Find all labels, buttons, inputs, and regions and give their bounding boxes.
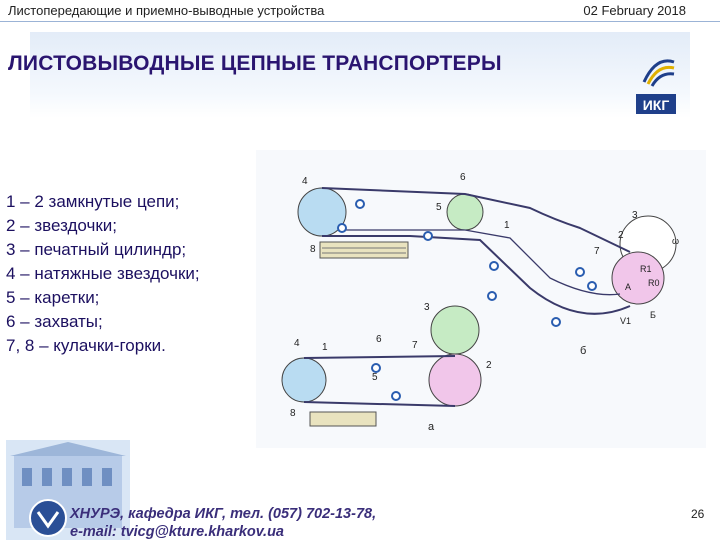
label-8: 8 (310, 244, 316, 255)
gripper-6 (337, 223, 347, 233)
gripper-6 (391, 391, 401, 401)
ikg-logo: ИКГ (636, 59, 676, 114)
gripper-6 (587, 281, 597, 291)
header-date: 02 February 2018 (583, 3, 686, 18)
label-3: 3 (632, 210, 638, 221)
emblem-mark (36, 511, 60, 529)
header-divider (0, 21, 720, 22)
label-7-bottom: 7 (412, 340, 418, 351)
legend-list: 1 – 2 замкнутые цепи; 2 – звездочки; 3 –… (6, 190, 200, 358)
gripper-6 (355, 199, 365, 209)
label-8-bottom: 8 (290, 408, 296, 419)
label-4: 4 (302, 176, 308, 187)
chain-upper-top (321, 187, 631, 253)
legend-item: 7, 8 – кулачки-горки. (6, 336, 166, 355)
label-V1: V1 (620, 316, 631, 326)
photo-window (62, 468, 72, 486)
label-5-bottom: 5 (372, 372, 378, 383)
label-R1: R1 (640, 264, 652, 274)
chain-conveyor-diagram: 4 5 6 1 3 2 7 8 R1 R0 A Б V1 ω б 4 1 6 7… (281, 172, 679, 433)
label-3-bottom: 3 (424, 302, 430, 313)
section-label-a: а (428, 421, 435, 433)
photo-window (22, 468, 32, 486)
gripper-6 (575, 267, 585, 277)
title-band (30, 32, 690, 118)
photo-window (102, 468, 112, 486)
label-1-bottom: 1 (322, 342, 328, 353)
university-emblem-icon (29, 499, 67, 537)
label-2: 2 (618, 230, 624, 241)
page-title: ЛИСТОВЫВОДНЫЕ ЦЕПНЫЕ ТРАНСПОРТЕРЫ (8, 52, 502, 75)
label-R0: R0 (648, 278, 660, 288)
paper-stack-8-top (319, 241, 409, 259)
label-A: A (625, 282, 631, 292)
logo-text: ИКГ (643, 97, 670, 113)
section-label-b: б (580, 345, 586, 357)
label-6-bottom: 6 (376, 334, 382, 345)
legend-item: 4 – натяжные звездочки; (6, 264, 200, 283)
legend-item: 3 – печатный цилиндр; (6, 240, 187, 259)
gripper-6 (551, 317, 561, 327)
gripper-6 (487, 291, 497, 301)
logo-arc-2 (646, 65, 675, 85)
legend-item: 2 – звездочки; (6, 216, 118, 235)
sprocket-2-bottom (428, 353, 482, 407)
label-6: 6 (460, 172, 466, 183)
legend-item: 5 – каретки; (6, 288, 100, 307)
paper-stack-8-bottom (309, 411, 377, 427)
university-building-photo (6, 440, 130, 540)
print-cylinder-3-bottom (430, 305, 480, 355)
label-1: 1 (504, 220, 510, 231)
legend-item: 6 – захваты; (6, 312, 103, 331)
chain-middle-top (340, 229, 621, 296)
tension-sprocket-4-bottom (281, 357, 327, 403)
chain-lower-bottom (303, 401, 456, 407)
footer-line-2: e-mail: tvicg@kture.kharkov.ua (70, 524, 284, 540)
label-7: 7 (594, 246, 600, 257)
gripper-6 (423, 231, 433, 241)
label-4-bottom: 4 (294, 338, 300, 349)
sprocket-2-top (611, 251, 665, 305)
photo-window (82, 468, 92, 486)
legend-item: 1 – 2 замкнутые цепи; (6, 192, 180, 211)
footer-contact: ХНУРЭ, кафедра ИКГ, тел. (057) 702-13-78… (70, 505, 376, 541)
gripper-6 (489, 261, 499, 271)
header-left-text: Листопередающие и приемно-выводные устро… (8, 3, 325, 18)
photo-window (42, 468, 52, 486)
chain-upper-bottom (303, 355, 456, 359)
footer-line-1: ХНУРЭ, кафедра ИКГ, тел. (057) 702-13-78… (70, 506, 377, 522)
gripper-6 (371, 363, 381, 373)
logo-plate (636, 94, 676, 114)
label-5: 5 (436, 202, 442, 213)
logo-arc-1 (642, 59, 675, 83)
page-number: 26 (691, 507, 705, 521)
label-B: Б (650, 310, 656, 320)
label-2-bottom: 2 (486, 360, 492, 371)
logo-arc-3 (650, 72, 675, 87)
photo-roof (10, 442, 126, 456)
chain-lower-top (322, 235, 631, 315)
sprocket-top (446, 193, 484, 231)
label-omega: ω (672, 236, 679, 246)
